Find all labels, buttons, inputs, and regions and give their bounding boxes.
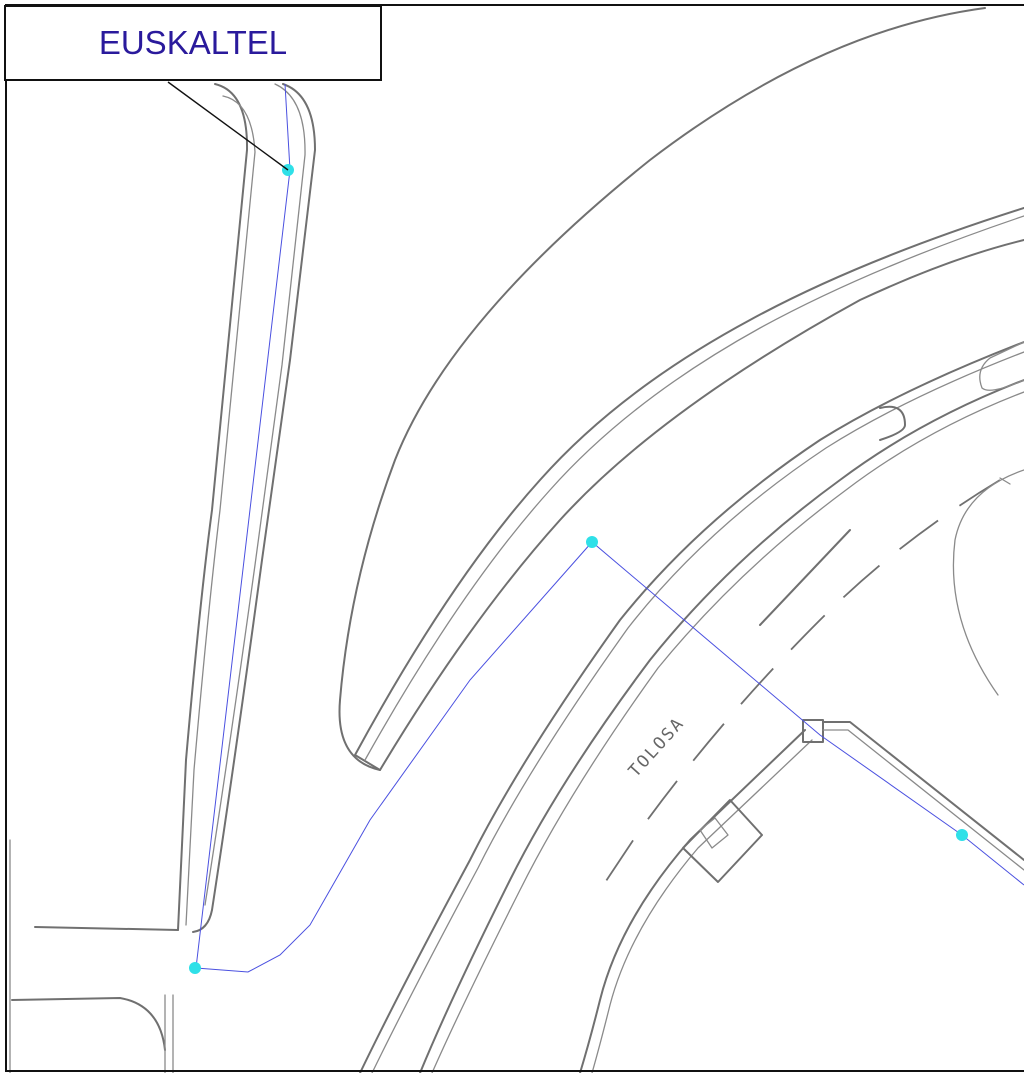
cable-node[interactable] bbox=[189, 962, 201, 974]
operator-label: EUSKALTEL bbox=[4, 5, 382, 81]
structures bbox=[579, 719, 1024, 1073]
main-curved-road bbox=[359, 341, 1024, 1073]
wall-segment-inner bbox=[591, 739, 813, 1073]
left-street-curb-west-inner bbox=[185, 95, 256, 926]
cable-route bbox=[195, 83, 1024, 973]
roundabout-edge bbox=[952, 469, 1024, 696]
lane-markings bbox=[599, 469, 1024, 891]
main-road-inner-1 bbox=[419, 379, 1024, 1073]
lane-stroke-2 bbox=[999, 477, 1011, 485]
left-street-curb-east-inner bbox=[204, 83, 306, 906]
left-street-curb-west bbox=[177, 83, 249, 931]
island-outer-edge bbox=[338, 7, 986, 771]
curved-island bbox=[338, 7, 1024, 771]
street-name-label: TOLOSA bbox=[625, 713, 689, 781]
lane-stroke-1 bbox=[759, 529, 851, 626]
cable-node[interactable] bbox=[956, 829, 968, 841]
side-street-south-edge bbox=[11, 997, 166, 1051]
wall-segment bbox=[579, 729, 806, 1073]
left-street bbox=[9, 83, 316, 1073]
island-inner-edge-2 bbox=[364, 215, 1024, 761]
main-road-outer-1 bbox=[359, 341, 1024, 1073]
kiosk-outline bbox=[682, 799, 763, 883]
main-road-outer-2 bbox=[371, 351, 1024, 1073]
main-road-inner-2 bbox=[431, 391, 1024, 1073]
kiosk-inner bbox=[699, 817, 729, 849]
map-frame-border bbox=[5, 4, 1024, 1072]
label-leader-line bbox=[167, 81, 289, 171]
cable-segment-south bbox=[195, 541, 1024, 973]
cable-nodes bbox=[189, 164, 968, 974]
side-street-north-edge bbox=[34, 926, 179, 931]
utility-box bbox=[802, 719, 824, 743]
cable-node[interactable] bbox=[586, 536, 598, 548]
median-pill-1 bbox=[879, 405, 906, 441]
boundary-wall-east bbox=[822, 721, 1024, 861]
median-pill-2 bbox=[979, 341, 1024, 391]
island-inner-edge bbox=[354, 207, 1024, 771]
boundary-wall-east-inner bbox=[822, 729, 1024, 871]
left-street-curb-east bbox=[192, 83, 316, 933]
center-dashed-line bbox=[599, 479, 1001, 891]
operator-label-text: EUSKALTEL bbox=[98, 24, 288, 61]
